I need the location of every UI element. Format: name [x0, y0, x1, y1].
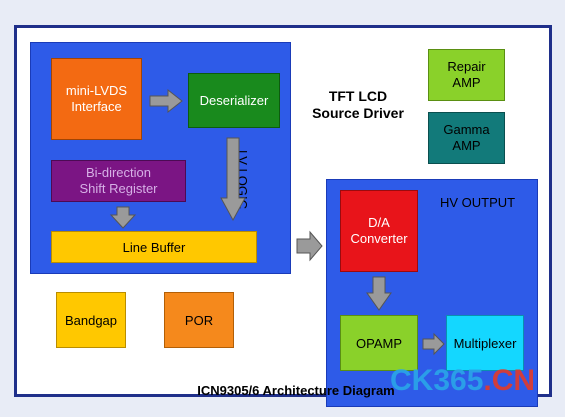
multiplexer-text: Multiplexer: [453, 335, 517, 351]
por-text: POR: [184, 312, 214, 328]
opamp-text: OPAMP: [356, 335, 402, 351]
mini-lvds-interface-block: mini-LVDS Interface: [51, 58, 142, 140]
da-converter-block: D/A Converter: [340, 190, 418, 272]
arrow-shift-to-linebuffer: [109, 206, 137, 229]
por-block: POR: [164, 292, 234, 348]
opamp-block: OPAMP: [340, 315, 418, 371]
multiplexer-block: Multiplexer: [446, 315, 524, 371]
arrow-lvds-to-deserializer: [149, 88, 183, 114]
line-buffer-text: Line Buffer: [122, 239, 186, 255]
bandgap-text: Bandgap: [64, 312, 118, 328]
bandgap-block: Bandgap: [56, 292, 126, 348]
shift-register-block: Bi-direction Shift Register: [51, 160, 186, 202]
gamma-amp-text: Gamma AMP: [443, 122, 490, 153]
deserializer-block: Deserializer: [188, 73, 280, 128]
watermark-part2: .CN: [483, 364, 536, 397]
repair-amp-text: Repair AMP: [447, 59, 486, 90]
diagram-title: TFT LCD Source Driver: [312, 88, 404, 121]
watermark-part1: CK365: [390, 364, 484, 397]
arrow-opamp-to-mux: [422, 332, 445, 356]
hv-output-label: HV OUTPUT: [440, 195, 516, 210]
da-converter-text: D/A Converter: [350, 215, 408, 246]
arrow-lv-to-hv: [296, 230, 323, 262]
arrow-deserializer-to-linebuffer: [220, 137, 246, 222]
shift-register-text: Bi-direction Shift Register: [79, 165, 158, 196]
mini-lvds-interface-text: mini-LVDS Interface: [65, 83, 128, 114]
repair-amp-block: Repair AMP: [428, 49, 505, 101]
diagram-caption: ICN9305/6 Architecture Diagram: [197, 383, 395, 398]
line-buffer-block: Line Buffer: [51, 231, 257, 263]
arrow-da-to-opamp: [366, 276, 392, 311]
gamma-amp-block: Gamma AMP: [428, 112, 505, 164]
deserializer-text: Deserializer: [199, 93, 269, 108]
watermark-logo: CK365.CN: [390, 364, 535, 398]
